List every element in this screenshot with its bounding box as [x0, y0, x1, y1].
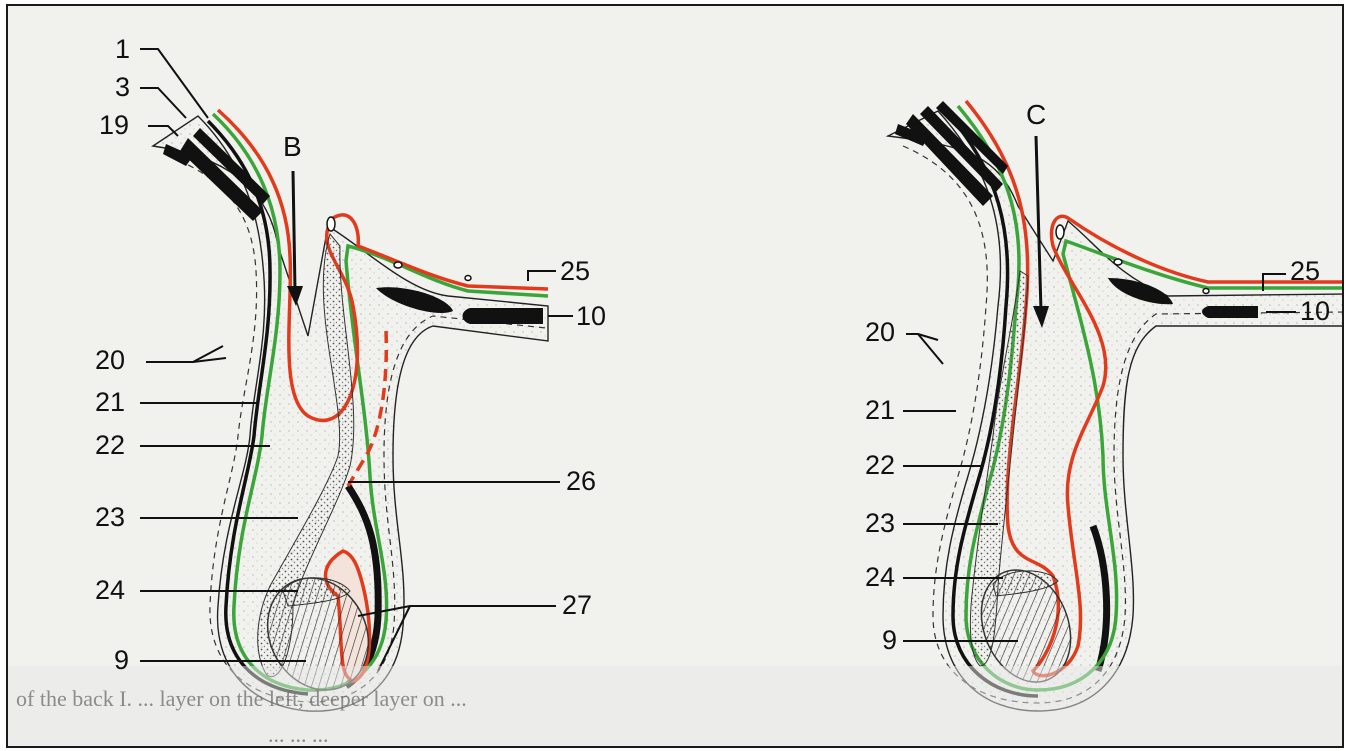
label-10: 10 — [576, 303, 606, 330]
label-25-right: 25 — [1290, 258, 1320, 285]
label-3: 3 — [115, 74, 130, 101]
label-26: 26 — [566, 468, 596, 495]
label-21: 21 — [95, 389, 125, 416]
label-22-right: 22 — [865, 452, 895, 479]
label-24-right: 24 — [865, 564, 895, 591]
label-25: 25 — [560, 258, 590, 285]
label-27: 27 — [562, 592, 592, 619]
bleed-caption-line2: ... ... ... — [268, 722, 329, 748]
arrow-label-b: B — [283, 133, 302, 160]
label-9-right: 9 — [882, 627, 897, 654]
bleed-caption-line1: of the back I. ... layer on the left, de… — [16, 686, 467, 712]
label-10-right: 10 — [1300, 298, 1330, 325]
right-diagram — [888, 101, 1344, 711]
label-20-right: 20 — [865, 319, 895, 346]
left-diagram — [153, 110, 548, 711]
label-19: 19 — [99, 112, 129, 139]
label-22: 22 — [95, 432, 125, 459]
diagram-svg — [8, 6, 1344, 748]
label-9: 9 — [114, 647, 129, 674]
label-20: 20 — [95, 347, 125, 374]
diagram-frame: B 1 3 19 20 21 22 23 24 9 25 10 26 27 C … — [6, 4, 1344, 748]
label-23: 23 — [95, 504, 125, 531]
label-21-right: 21 — [865, 397, 895, 424]
label-1: 1 — [115, 36, 130, 63]
label-23-right: 23 — [865, 510, 895, 537]
arrow-label-c: C — [1026, 101, 1046, 128]
label-24: 24 — [95, 577, 125, 604]
